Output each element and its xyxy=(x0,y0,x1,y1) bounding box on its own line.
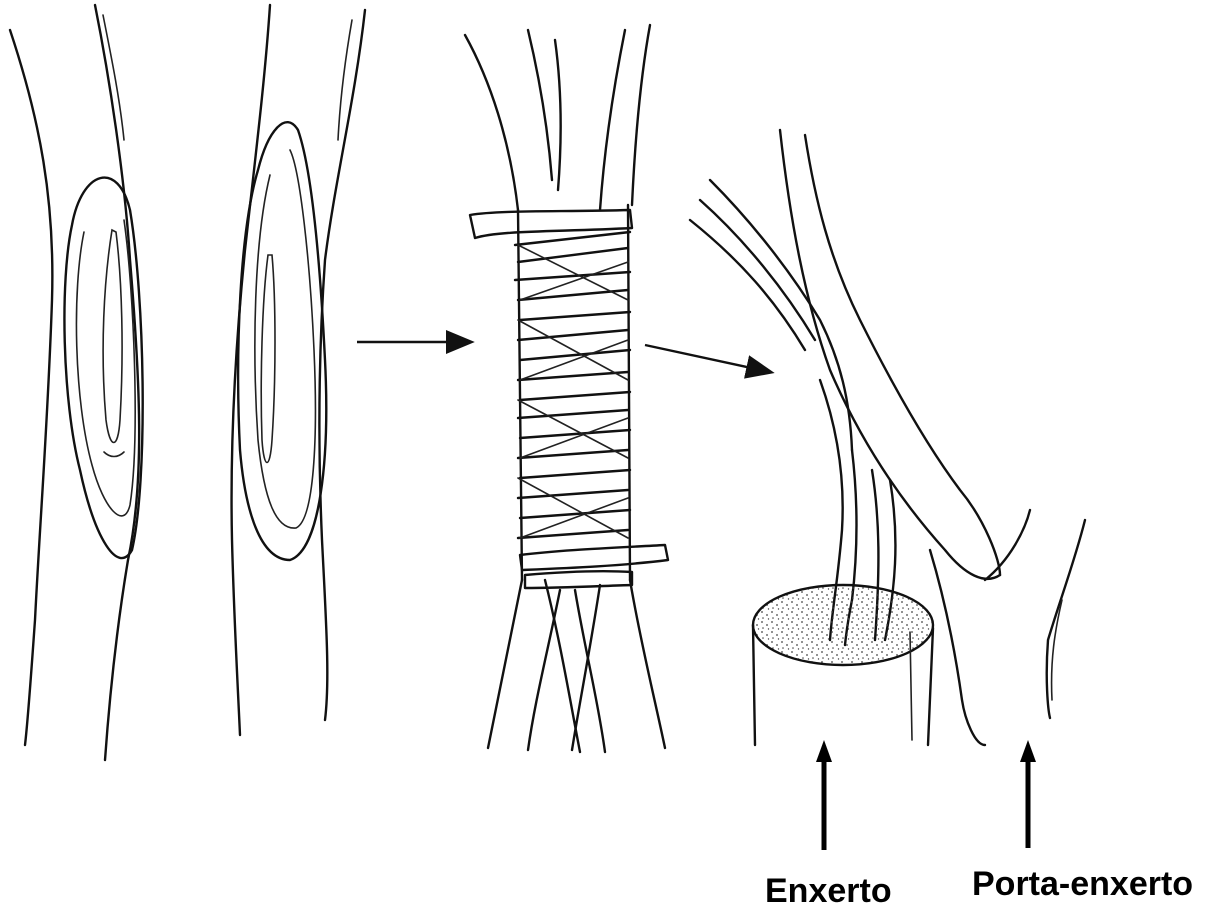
stem-cut-1 xyxy=(10,5,143,760)
rootstock-pointer-arrow xyxy=(1020,740,1036,848)
stem-grafted xyxy=(690,130,1085,745)
graft-pointer-arrow xyxy=(816,740,832,850)
graft-label: Enxerto xyxy=(765,872,892,911)
stem-cut-2 xyxy=(232,5,365,735)
stem-tied xyxy=(465,25,668,752)
rootstock-label: Porta-enxerto xyxy=(972,865,1193,904)
process-arrow-2 xyxy=(645,345,770,372)
